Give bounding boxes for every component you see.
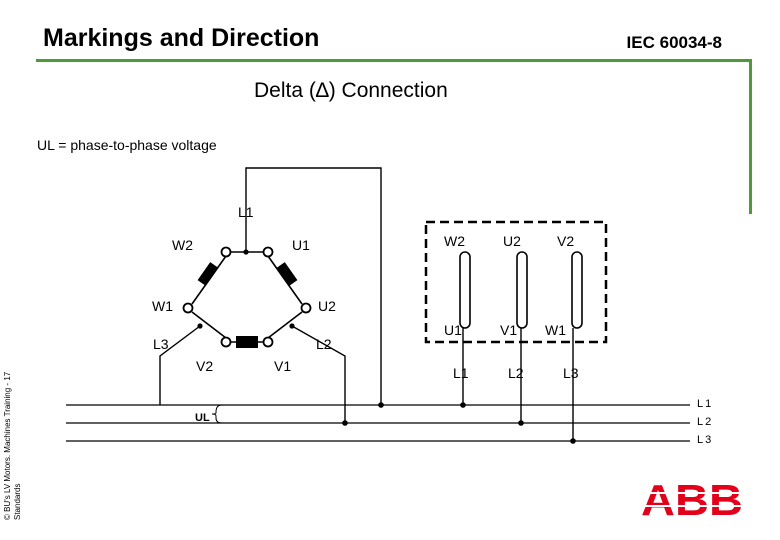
- standard-label: IEC 60034-8: [626, 33, 722, 52]
- delta-label-u2: U2: [318, 298, 336, 314]
- terminal-top-3: V2: [557, 233, 575, 249]
- abb-logo-text: ABB: [641, 481, 743, 519]
- terminal-top-2: U2: [503, 233, 521, 249]
- terminal-bottom-1: U1: [444, 322, 462, 338]
- terminal-top-1: W2: [444, 233, 465, 249]
- delta-label-l2: L2: [316, 336, 332, 352]
- header-divider-vertical: [749, 59, 752, 214]
- delta-label-w2: W2: [172, 237, 193, 253]
- bus-label-l3: L3: [697, 434, 714, 446]
- page-title: Markings and Direction: [43, 24, 320, 52]
- delta-label-w1: W1: [152, 298, 173, 314]
- terminal-bottom-2: V1: [500, 322, 518, 338]
- bus-label-l2: L2: [697, 416, 714, 428]
- slide-subtitle: Delta (∆) Connection: [254, 79, 448, 102]
- delta-label-v2: V2: [196, 358, 214, 374]
- delta-label-l1: L1: [238, 204, 254, 220]
- terminal-line-2: L2: [508, 365, 524, 381]
- ul-label: UL: [195, 412, 210, 424]
- delta-label-u1: U1: [292, 237, 310, 253]
- delta-label-v1: V1: [274, 358, 292, 374]
- header-divider: [36, 59, 752, 62]
- terminal-bottom-3: W1: [545, 322, 566, 338]
- terminal-line-1: L1: [453, 365, 469, 381]
- delta-label-l3: L3: [153, 336, 169, 352]
- bus-label-l1: L1: [697, 398, 714, 410]
- voltage-note: UL = phase-to-phase voltage: [37, 137, 217, 153]
- abb-logo: ABB: [640, 481, 744, 519]
- terminal-line-3: L3: [563, 365, 579, 381]
